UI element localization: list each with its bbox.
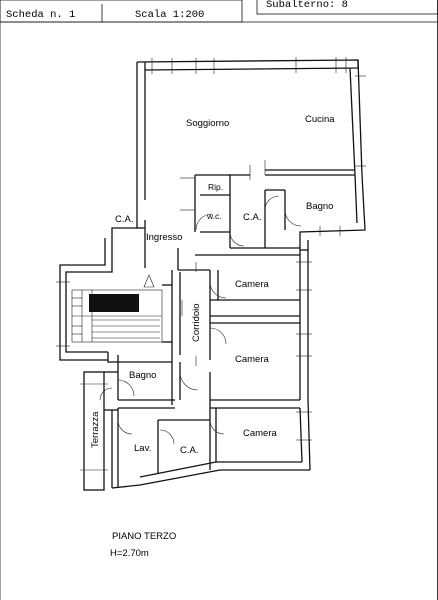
room-camera-1: Camera [235,279,270,290]
room-terrazza: Terrazza [90,411,101,448]
room-bagno-upper: Bagno [306,201,333,212]
room-camera-2: Camera [235,354,270,365]
room-wc: w.c. [206,211,222,221]
room-ca-upper: C.A. [243,212,261,223]
room-soggiorno: Soggiorno [186,118,229,129]
room-corridoio: Corridoio [191,303,202,342]
room-bagno-lower: Bagno [129,370,156,381]
room-rip: Rip. [208,182,223,192]
room-ca-left: C.A. [115,214,133,225]
scheda-label: Scheda n. 1 [6,9,75,21]
room-ca-lower: C.A. [180,445,198,456]
floor-label: PIANO TERZO [112,531,176,542]
height-label: H=2.70m [110,548,149,559]
scala-label: Scala 1:200 [135,9,204,21]
room-ingresso: Ingresso [146,232,182,243]
subalterno-label: Subalterno: 8 [266,0,348,11]
room-lav: Lav. [134,443,151,454]
plan-walls [56,57,366,491]
room-cucina: Cucina [305,114,335,125]
room-camera-3: Camera [243,428,278,439]
